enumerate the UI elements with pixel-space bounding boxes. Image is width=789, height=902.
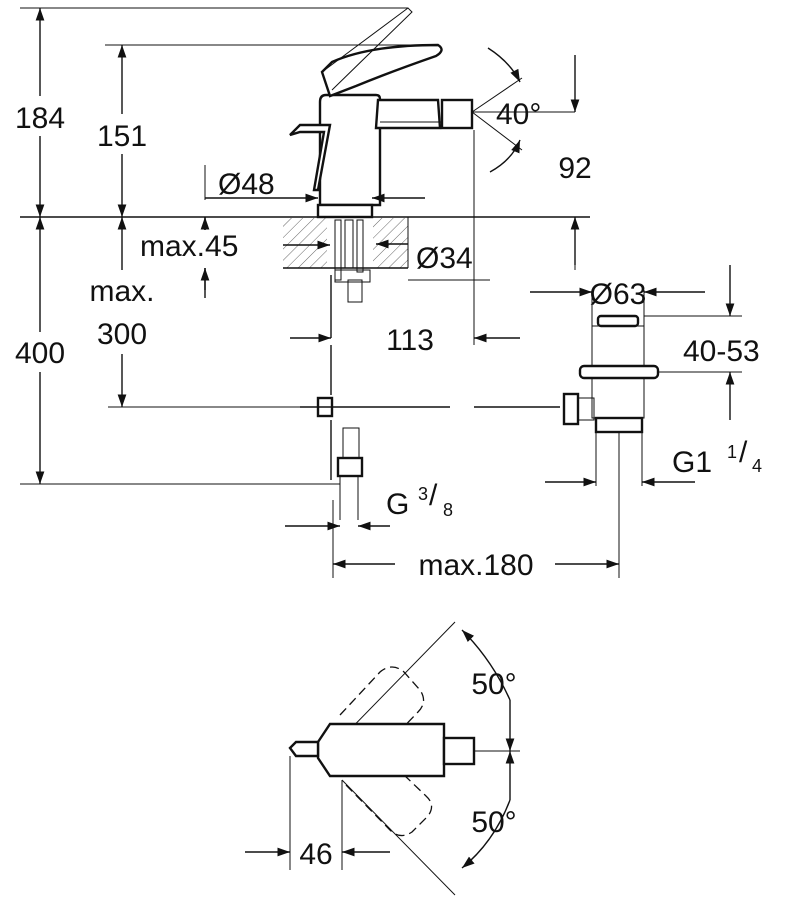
lever-ghost-lower <box>345 751 433 837</box>
plan-view: 50° 50° 46 <box>245 621 520 896</box>
dim-overall-height: 184 <box>15 102 65 135</box>
countertop <box>20 216 590 269</box>
dim-lever-swing-lower: 50° <box>471 806 516 839</box>
dim-counter-thickness: max.45 <box>140 230 238 263</box>
dim-spout-height: 151 <box>97 120 147 153</box>
dim-waste-thread-slash: / <box>739 436 748 469</box>
dim-waste-thread-main: G1 <box>672 446 712 479</box>
reference-lines <box>20 7 742 578</box>
side-elevation-view: 184 151 400 max. 300 Ø48 max.45 Ø34 <box>5 7 762 582</box>
dim-hole-diameter: Ø34 <box>416 242 473 275</box>
pop-up-waste <box>562 314 660 486</box>
dim-aerator-height: 92 <box>558 152 591 185</box>
dim-lever-offset: 46 <box>299 838 332 871</box>
dim-supply-thread-main: G <box>386 488 409 521</box>
dim-below-counter: 400 <box>15 337 65 370</box>
dim-spout-reach: 113 <box>386 324 434 357</box>
dim-max-180: max.180 <box>418 549 533 582</box>
dim-supply-thread-den: 8 <box>443 500 453 520</box>
dim-supply-thread-slash: / <box>429 479 438 512</box>
dim-waste-thread-den: 4 <box>752 456 762 476</box>
dim-max-300-line1: max. <box>89 275 154 308</box>
dim-lever-swing-upper: 50° <box>471 668 516 701</box>
popup-rod <box>289 123 332 192</box>
faucet-body <box>316 93 474 219</box>
lever-ghost-upper <box>339 666 425 761</box>
dim-base-diameter: Ø48 <box>218 168 275 201</box>
dim-waste-length: 40-53 <box>683 335 760 368</box>
lever-handle <box>320 7 443 98</box>
dim-waste-thread-num: 1 <box>727 442 737 462</box>
dim-supply-thread-num: 3 <box>418 484 428 504</box>
fixing-assembly <box>300 219 560 520</box>
dim-waste-diameter: Ø63 <box>590 278 647 311</box>
dim-max-300-line2: 300 <box>97 318 147 351</box>
dim-aerator-angle: 40° <box>496 98 541 131</box>
